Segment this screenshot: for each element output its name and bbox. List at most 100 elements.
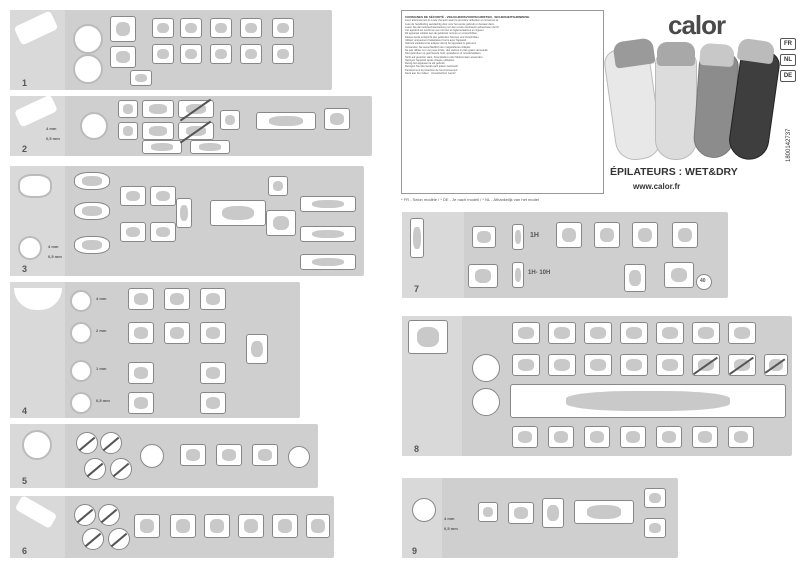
step-image — [632, 222, 658, 248]
product-head — [612, 37, 656, 69]
length-label: 4 mm — [48, 244, 59, 249]
step-image — [584, 426, 610, 448]
step-image — [620, 426, 646, 448]
brand-logo: calor — [668, 10, 726, 40]
no-sign-icon — [74, 504, 96, 526]
no-sign-icon — [76, 432, 98, 454]
product-title: ÉPILATEURS : WET&DRY — [610, 166, 738, 178]
step-image — [120, 222, 146, 242]
step-image — [178, 100, 214, 118]
length-label: 0,5 mm — [96, 398, 110, 403]
step-image — [128, 362, 154, 384]
product-image — [655, 50, 697, 160]
step-image — [692, 354, 720, 376]
section-7: 7 1H 1H- 10H 40 — [402, 212, 728, 298]
step-image — [164, 322, 190, 344]
text-line: Utilisez uniquement l'adaptateur fourni … — [405, 39, 467, 43]
step-number: 7 — [414, 284, 420, 294]
step-image — [324, 108, 350, 130]
length-label: 4 mm — [96, 296, 107, 301]
step-image — [548, 354, 576, 376]
step-image — [252, 444, 278, 466]
text-line: Lisez attentivement le mode d'emploi ava… — [405, 19, 499, 23]
text-line: Nicht auf gereizter Haut, Krampfadern od… — [405, 55, 484, 59]
length-label: 4 mm — [46, 126, 57, 131]
step-image — [656, 354, 684, 376]
step-image — [512, 322, 540, 344]
step-image — [246, 334, 268, 364]
length-label: 0,5 mm — [46, 136, 60, 141]
step-image — [240, 18, 262, 38]
step-image — [692, 426, 718, 448]
safety-text-block: CONSIGNES DE SÉCURITÉ · VEILIGHEIDSVOORS… — [401, 10, 604, 194]
step-image — [110, 46, 136, 68]
language-fr: FR — [780, 38, 796, 50]
face-icon — [22, 430, 52, 460]
step-image — [272, 44, 294, 64]
step-image — [656, 426, 682, 448]
step-image — [728, 322, 756, 344]
step-image — [266, 210, 296, 236]
step-image — [176, 198, 192, 228]
section-6: 6 — [10, 495, 334, 558]
step-image — [74, 202, 110, 220]
step-image — [140, 444, 164, 468]
step-image — [210, 18, 232, 38]
step-image — [180, 18, 202, 38]
step-image — [152, 44, 174, 64]
step-image — [204, 514, 230, 538]
step-image — [180, 44, 202, 64]
product-head — [699, 42, 735, 68]
hair-icon — [70, 290, 92, 312]
length-label: 0,5 mm — [48, 254, 62, 259]
length-label: 4 mm — [444, 516, 455, 521]
step-image — [620, 354, 648, 376]
length-label: 0,5 mm — [444, 526, 458, 531]
step-number: 4 — [22, 406, 28, 416]
length-label: 1 mm — [96, 366, 107, 371]
hair-icon — [70, 392, 92, 414]
step-image — [128, 392, 154, 414]
language-nl: NL — [780, 54, 796, 66]
step-image — [664, 262, 694, 288]
text-line: Dieses Gerät entspricht den geltenden No… — [405, 35, 480, 39]
step-image — [472, 388, 500, 416]
length-label: 2 mm — [96, 328, 107, 333]
step-image — [728, 426, 754, 448]
step-image — [74, 172, 110, 190]
step-image — [272, 514, 298, 538]
step-image — [142, 100, 174, 118]
step-image — [190, 140, 230, 154]
no-sign-icon — [108, 528, 130, 550]
step-image — [594, 222, 620, 248]
step-image — [178, 122, 214, 140]
text-line: Niet gebruiken op geïrriteerde huid, spa… — [405, 52, 482, 56]
section-5: 5 — [10, 424, 318, 488]
section-3: 3 4 mm 0,5 mm — [10, 166, 364, 276]
step-image — [142, 122, 174, 140]
step-image — [728, 354, 756, 376]
step-image — [542, 498, 564, 528]
text-line: Lesen Sie die Gebrauchsanweisung vor dem… — [405, 25, 500, 29]
step-image — [210, 44, 232, 64]
step-image — [142, 140, 182, 154]
section-4: 4 4 mm 2 mm 1 mm 0,5 mm — [10, 282, 300, 418]
hair-icon — [70, 322, 92, 344]
step-image — [118, 122, 138, 140]
step-image — [134, 514, 160, 538]
step-image — [210, 200, 266, 226]
step-image — [508, 502, 534, 524]
step-image — [110, 16, 136, 42]
step-number: 6 — [22, 546, 28, 556]
hair-icon — [70, 360, 92, 382]
step-image — [556, 222, 582, 248]
step-image — [164, 288, 190, 310]
language-de: DE — [780, 70, 796, 82]
step-image — [620, 322, 648, 344]
step-image — [644, 488, 666, 508]
text-line: Lees de handleiding aandachtig door voor… — [405, 22, 495, 26]
step-image — [120, 186, 146, 206]
website-link[interactable]: www.calor.fr — [633, 182, 681, 191]
step-image — [510, 384, 786, 418]
text-line: Dit apparaat voldoet aan de geldende nor… — [405, 32, 478, 36]
